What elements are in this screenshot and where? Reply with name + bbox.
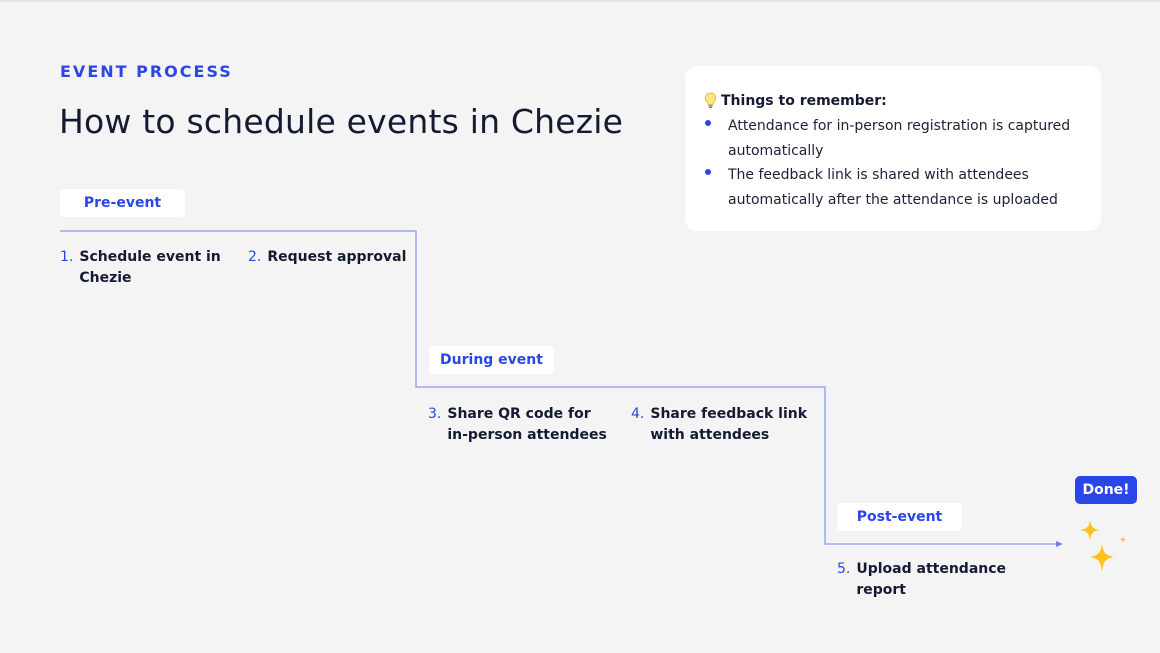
phase-tag-pre-event: Pre-event (60, 189, 185, 217)
step-text: Share QR code for in-person attendees (447, 406, 607, 443)
reminder-item: The feedback link is shared with attende… (704, 163, 1084, 212)
lightbulb-icon (704, 92, 717, 108)
bullet-dot (705, 120, 711, 126)
reminder-item-text: The feedback link is shared with attende… (728, 167, 1058, 208)
reminder-card: Things to remember: Attendance for in-pe… (685, 66, 1101, 231)
step-3: 3. Share QR code for in-person attendees (428, 404, 613, 445)
reminder-list: Attendance for in-person registration is… (704, 114, 1084, 212)
step-1: 1. Schedule event in Chezie (60, 247, 225, 288)
done-badge: Done! (1075, 476, 1137, 504)
step-number: 5. (837, 561, 851, 577)
page-title: How to schedule events in Chezie (59, 102, 624, 141)
arrow-head (1056, 541, 1063, 547)
step-text: Share feedback link with attendees (650, 406, 808, 443)
bullet-dot (705, 169, 711, 175)
step-text: Schedule event in Chezie (79, 249, 221, 286)
reminder-title-text: Things to remember: (721, 92, 887, 109)
step-2: 2. Request approval (248, 247, 413, 268)
reminder-item: Attendance for in-person registration is… (704, 114, 1084, 163)
phase-tag-during-event: During event (429, 346, 554, 374)
sparkles-icon (1080, 520, 1127, 572)
step-5: 5. Upload attendance report (837, 559, 1012, 600)
step-number: 3. (428, 406, 442, 422)
reminder-item-text: Attendance for in-person registration is… (728, 118, 1071, 159)
step-number: 4. (631, 406, 645, 422)
section-kicker: EVENT PROCESS (60, 62, 233, 81)
step-4: 4. Share feedback link with attendees (631, 404, 811, 445)
step-number: 2. (248, 249, 262, 265)
step-text: Upload attendance report (856, 561, 1007, 598)
step-number: 1. (60, 249, 74, 265)
top-border (0, 0, 1160, 2)
reminder-title: Things to remember: (704, 92, 887, 109)
phase-tag-post-event: Post-event (837, 503, 962, 531)
step-text: Request approval (267, 249, 407, 265)
